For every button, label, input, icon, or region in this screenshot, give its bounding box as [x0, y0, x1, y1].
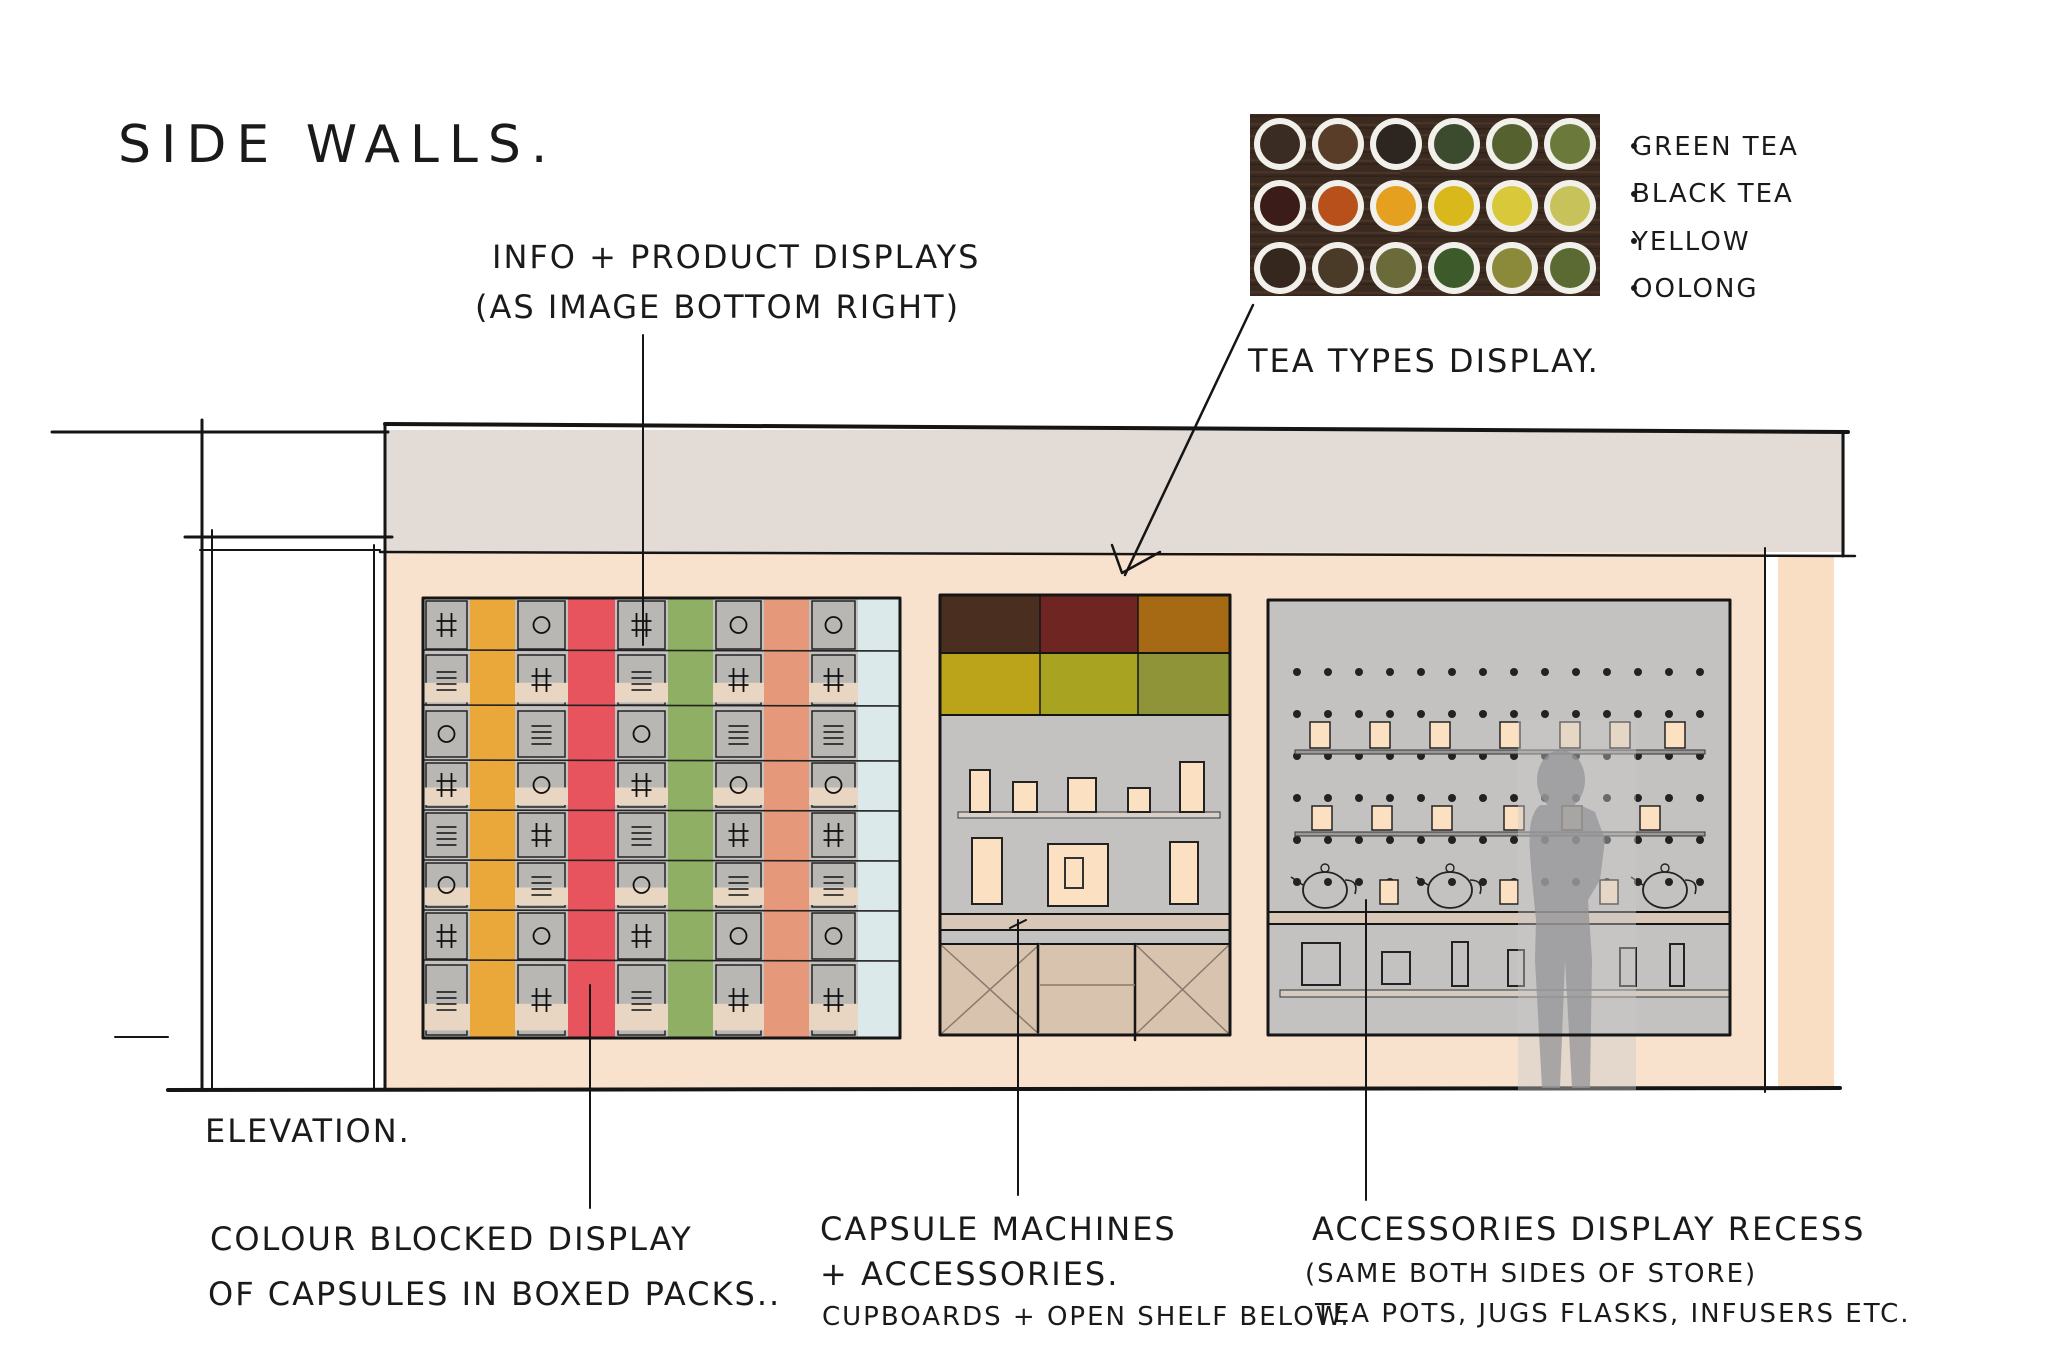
tea-types-display-label: TEA TYPES DISPLAY. — [1247, 342, 1600, 380]
colour-display-label-line2: OF CAPSULES IN BOXED PACKS.. — [208, 1275, 781, 1313]
info-display-label-line2: (AS IMAGE BOTTOM RIGHT) — [475, 288, 960, 326]
tea-type-item: BLACK TEA — [1632, 179, 1794, 209]
capsule-machines-label-line3: CUPBOARDS + OPEN SHELF BELOW. — [822, 1302, 1351, 1332]
accessories-label-line3: TEA POTS, JUGS FLASKS, INFUSERS ETC. — [1314, 1299, 1911, 1329]
tea-type-item: GREEN TEA — [1632, 132, 1799, 162]
accessories-label-line2: (SAME BOTH SIDES OF STORE) — [1305, 1259, 1757, 1289]
leader-tea-types — [1123, 303, 1255, 577]
tea-type-item: YELLOW — [1631, 227, 1751, 257]
info-display-label-line1: INFO + PRODUCT DISPLAYS — [492, 238, 980, 276]
tea-types-photo — [1250, 114, 1600, 296]
strip-pale-blue — [858, 598, 900, 1038]
capsule-machines-label-line1: CAPSULE MACHINES — [820, 1210, 1177, 1248]
capsule-machines-label-line2: + ACCESSORIES. — [820, 1255, 1119, 1293]
accessories-label-line1: ACCESSORIES DISPLAY RECESS — [1312, 1210, 1865, 1248]
person-scale-figure — [1518, 720, 1636, 1090]
elevation-label: ELEVATION. — [205, 1112, 411, 1150]
capsule-machines-unit — [938, 593, 1232, 1042]
colour-display-label-line1: COLOUR BLOCKED DISPLAY — [210, 1220, 693, 1258]
end-column — [1778, 556, 1834, 1090]
tea-types-list: GREEN TEA BLACK TEA YELLOW OOLONG — [1631, 132, 1799, 304]
title: SIDE WALLS. — [118, 115, 557, 175]
tea-type-item: OOLONG — [1632, 274, 1759, 304]
elevation-drawing — [50, 303, 1857, 1209]
colour-blocked-display — [421, 596, 902, 1040]
strip-orange — [470, 598, 515, 1038]
accessories-display-recess — [1266, 598, 1732, 1090]
fascia-band — [385, 430, 1845, 552]
strip-green — [668, 598, 713, 1038]
strip-red — [568, 598, 615, 1038]
strip-salmon — [764, 598, 809, 1038]
